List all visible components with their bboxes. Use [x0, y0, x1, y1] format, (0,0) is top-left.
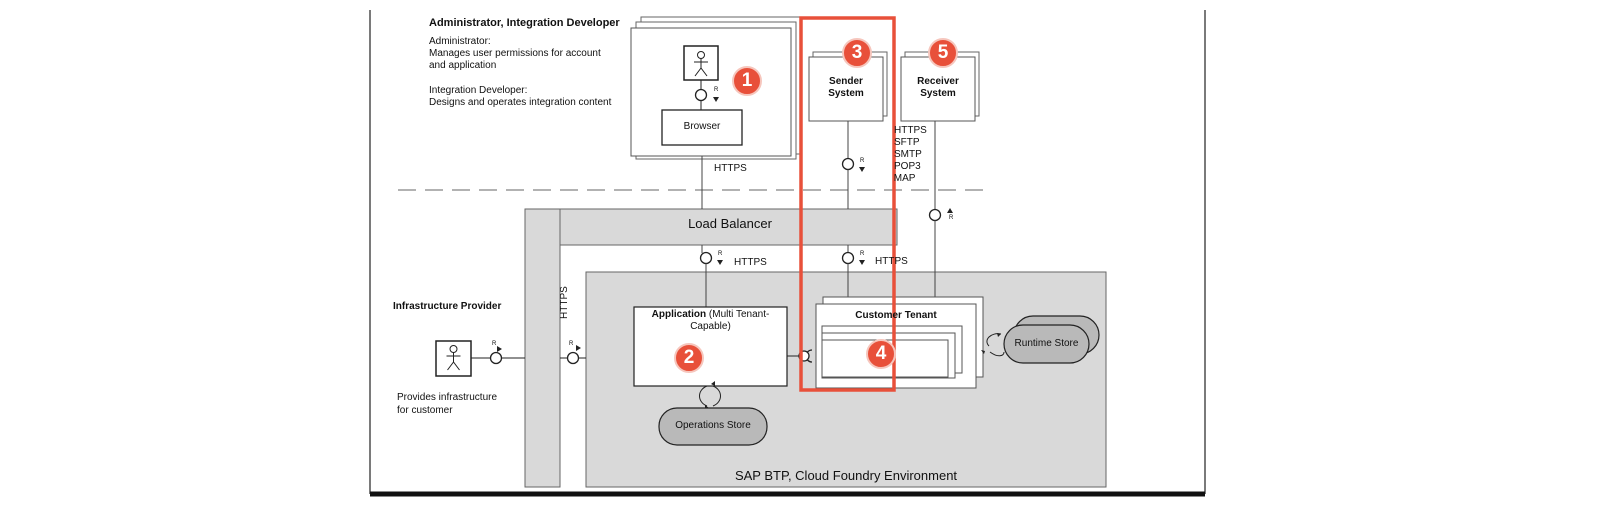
- application-name: Application: [651, 309, 707, 320]
- step-badge-4: 4: [866, 339, 896, 369]
- load-balancer-bar: [524, 208, 898, 246]
- lb-tenant-port: [841, 251, 855, 265]
- lb-app-https-label: HTTPS: [734, 257, 767, 268]
- receiver-line-1: Receiver: [917, 76, 959, 87]
- load-balancer-joint: [526, 210, 559, 244]
- protocol-https: HTTPS: [894, 125, 927, 136]
- step-badge-1: 1: [732, 66, 762, 96]
- admin-request-arrow: [713, 97, 719, 102]
- application-line-1: Application (Multi Tenant-: [634, 310, 787, 320]
- lb-tenant-https-label: HTTPS: [875, 256, 908, 267]
- protocol-sftp: SFTP: [894, 137, 920, 148]
- lb-app-port: [699, 251, 713, 265]
- lb-env-port: [566, 351, 580, 365]
- r-marker-sender: R: [860, 158, 865, 164]
- sender-highlight-frame: [799, 16, 896, 392]
- infra-desc-2: for customer: [397, 405, 453, 416]
- admin-actor-icon: [694, 51, 708, 77]
- dev-label: Integration Developer:: [429, 85, 528, 96]
- receiver-port: [928, 208, 942, 222]
- sender-system-box: [808, 56, 884, 122]
- step-badge-3: 3: [842, 38, 872, 68]
- sender-line-2: System: [828, 88, 864, 99]
- admin-label: Administrator:: [429, 36, 491, 47]
- infra-actor-icon: [446, 345, 461, 371]
- vertical-https-label: HTTPS: [559, 286, 570, 319]
- receiver-line-2: System: [920, 88, 956, 99]
- r-marker-admin: R: [714, 87, 719, 93]
- load-balancer-label: Load Balancer: [688, 216, 772, 231]
- admin-browser-port: [694, 88, 708, 102]
- r-marker-receiver: R: [949, 215, 954, 221]
- r-marker-infra: R: [492, 341, 497, 347]
- infra-desc-1: Provides infrastructure: [397, 392, 498, 403]
- runtime-store-label: Runtime Store: [1014, 338, 1079, 349]
- load-balancer-side: [524, 208, 561, 488]
- application-box: [633, 306, 788, 387]
- admin-desc-2: and application: [429, 60, 497, 71]
- protocol-list: HTTPS SFTP SMTP POP3 IMAP: [894, 125, 934, 185]
- application-qualifier: (Multi Tenant-: [706, 309, 770, 320]
- admin-desc-1: Manages user permissions for account: [429, 48, 601, 59]
- r-marker-lb-tenant: R: [860, 251, 865, 257]
- customer-tenant-label: Customer Tenant: [855, 310, 937, 321]
- protocol-smtp: SMTP: [894, 149, 922, 160]
- receiver-system-box: [900, 56, 976, 122]
- browser-https-label: HTTPS: [714, 163, 747, 174]
- sender-line-1: Sender: [829, 76, 863, 87]
- protocol-imap: IMAP: [894, 173, 916, 184]
- infra-title: Infrastructure Provider: [393, 301, 502, 312]
- protocol-pop3: POP3: [894, 161, 921, 172]
- operations-store-label: Operations Store: [675, 420, 751, 431]
- operations-store: [658, 407, 768, 446]
- browser-label: Browser: [683, 121, 721, 132]
- dev-desc: Designs and operates integration content: [429, 97, 612, 108]
- admin-title: Administrator, Integration Developer: [429, 17, 620, 29]
- step-badge-5: 5: [928, 38, 958, 68]
- infra-port: [489, 351, 503, 365]
- browser-box: [661, 109, 743, 146]
- application-line-2: Capable): [690, 321, 731, 332]
- sender-port: [841, 157, 855, 171]
- environment-label: SAP BTP, Cloud Foundry Environment: [734, 468, 958, 483]
- r-marker-env: R: [569, 341, 574, 347]
- runtime-store: [1003, 324, 1090, 364]
- step-badge-2: 2: [674, 343, 704, 373]
- r-marker-lb-app: R: [718, 251, 723, 257]
